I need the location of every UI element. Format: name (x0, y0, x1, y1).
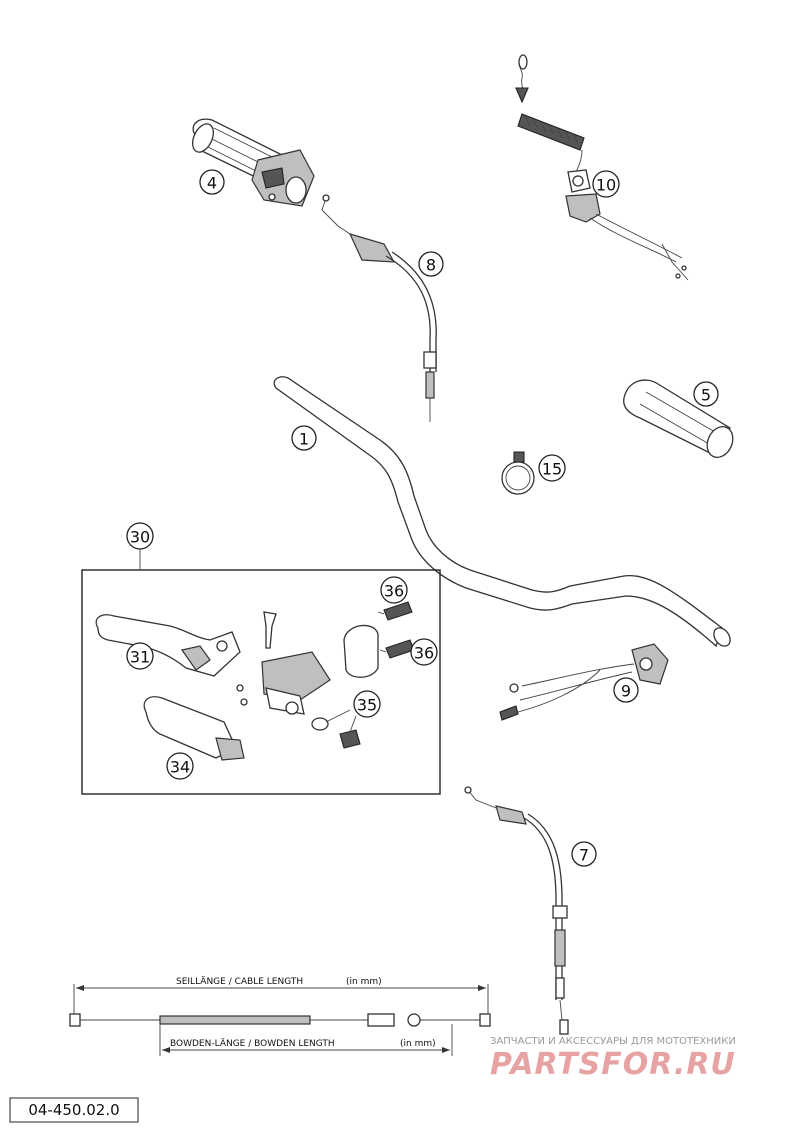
cable-length-unit: (in mm) (346, 977, 382, 987)
left-grip-part (623, 379, 734, 459)
svg-text:10: 10 (596, 176, 616, 195)
svg-text:31: 31 (130, 648, 150, 667)
watermark-brand: PARTSFOR.RU (490, 1047, 736, 1082)
throttle-cable-part (321, 194, 437, 422)
callout-34: 34 (166, 752, 194, 780)
callout-4: 4 (199, 169, 225, 195)
svg-text:36: 36 (414, 644, 434, 663)
callout-8: 8 (418, 251, 444, 277)
lever-bracket-part (236, 611, 379, 715)
svg-text:8: 8 (426, 256, 436, 275)
callout-1: 1 (291, 425, 317, 451)
callout-10: 10 (592, 170, 620, 198)
cable-length-legend: SEILLÄNGE / CABLE LENGTH (in mm) BOWDEN-… (69, 976, 491, 1056)
callout-15: 15 (538, 454, 566, 482)
svg-text:30: 30 (130, 528, 150, 547)
svg-text:15: 15 (542, 460, 562, 479)
bolt-screws-part (377, 601, 415, 659)
svg-text:7: 7 (579, 846, 589, 865)
bowden-length-unit: (in mm) (400, 1039, 436, 1049)
clutch-cable-part (464, 786, 569, 1035)
callout-36-upper: 36 (380, 576, 408, 604)
callout-36-lower: 36 (410, 638, 438, 666)
watermark: ЗАПЧАСТИ И АКСЕССУАРЫ ДЛЯ МОТОТЕХНИКИ PA… (490, 1036, 736, 1082)
drawing-code-box: 04-450.02.0 (9, 1097, 139, 1123)
bowden-length-label: BOWDEN-LÄNGE / BOWDEN LENGTH (170, 1038, 335, 1049)
washer-screw-part (311, 709, 361, 749)
svg-text:35: 35 (357, 696, 377, 715)
throttle-grip-part (192, 118, 315, 207)
cable-tie-part (501, 451, 535, 495)
svg-text:9: 9 (621, 682, 631, 701)
cable-length-label: SEILLÄNGE / CABLE LENGTH (176, 976, 303, 987)
watermark-subtitle: ЗАПЧАСТИ И АКСЕССУАРЫ ДЛЯ МОТОТЕХНИКИ (490, 1036, 736, 1047)
callout-30: 30 (126, 522, 154, 550)
drawing-code: 04-450.02.0 (28, 1101, 119, 1119)
svg-text:1: 1 (299, 430, 309, 449)
kill-switch-part (515, 54, 689, 281)
callout-9: 9 (613, 677, 639, 703)
callout-5: 5 (693, 381, 719, 407)
svg-text:36: 36 (384, 582, 404, 601)
callout-7: 7 (571, 841, 597, 867)
callout-31: 31 (126, 642, 154, 670)
svg-text:4: 4 (207, 174, 217, 193)
lever-cover-part (143, 696, 245, 761)
svg-text:5: 5 (701, 386, 711, 405)
svg-text:34: 34 (170, 758, 190, 777)
callout-35: 35 (353, 690, 381, 718)
clutch-lever-part (95, 614, 241, 677)
lever-assembly-box (81, 548, 441, 795)
switch-wiring-part (499, 643, 669, 721)
